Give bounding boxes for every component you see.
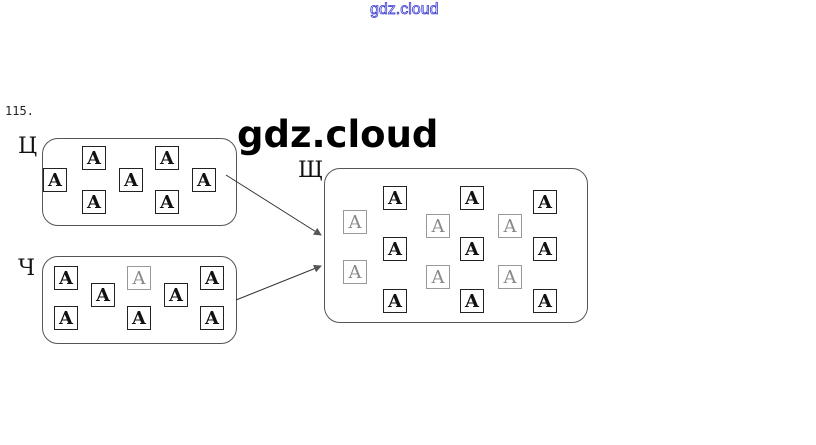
element-ch: A <box>54 266 78 290</box>
element-ch: A <box>200 266 224 290</box>
element-shch: A <box>498 214 522 238</box>
element-shch: A <box>343 210 367 234</box>
set-label-shch: Щ <box>298 158 324 183</box>
arrow-ts-to-shch <box>225 174 322 236</box>
set-shch-box <box>324 168 588 323</box>
element-shch: A <box>426 265 450 289</box>
set-label-ch: Ч <box>18 256 36 281</box>
element-shch: A <box>383 186 407 210</box>
element-shch: A <box>533 190 557 214</box>
problem-number: 115. <box>5 104 34 118</box>
element-shch: A <box>498 265 522 289</box>
element-ts: A <box>155 190 179 214</box>
element-ch: A <box>164 283 188 307</box>
element-ch: A <box>54 306 78 330</box>
element-shch: A <box>383 289 407 313</box>
element-ch: A <box>91 283 115 307</box>
element-shch: A <box>460 186 484 210</box>
element-ch: A <box>127 306 151 330</box>
element-shch: A <box>343 260 367 284</box>
element-ts: A <box>82 190 106 214</box>
element-shch: A <box>533 237 557 261</box>
element-ts: A <box>119 168 143 192</box>
element-ts: A <box>155 146 179 170</box>
watermark-top: gdz.cloud <box>370 1 439 19</box>
element-shch: A <box>533 289 557 313</box>
set-label-ts: Ц <box>18 134 38 159</box>
element-shch: A <box>383 237 407 261</box>
arrow-ch-to-shch <box>235 264 322 301</box>
element-ch: A <box>200 306 224 330</box>
element-shch: A <box>426 214 450 238</box>
element-shch: A <box>460 237 484 261</box>
element-ch: A <box>127 266 151 290</box>
element-ts: A <box>192 168 216 192</box>
watermark-big: gdz.cloud <box>237 113 439 156</box>
element-ts: A <box>43 168 67 192</box>
element-shch: A <box>460 289 484 313</box>
element-ts: A <box>82 146 106 170</box>
